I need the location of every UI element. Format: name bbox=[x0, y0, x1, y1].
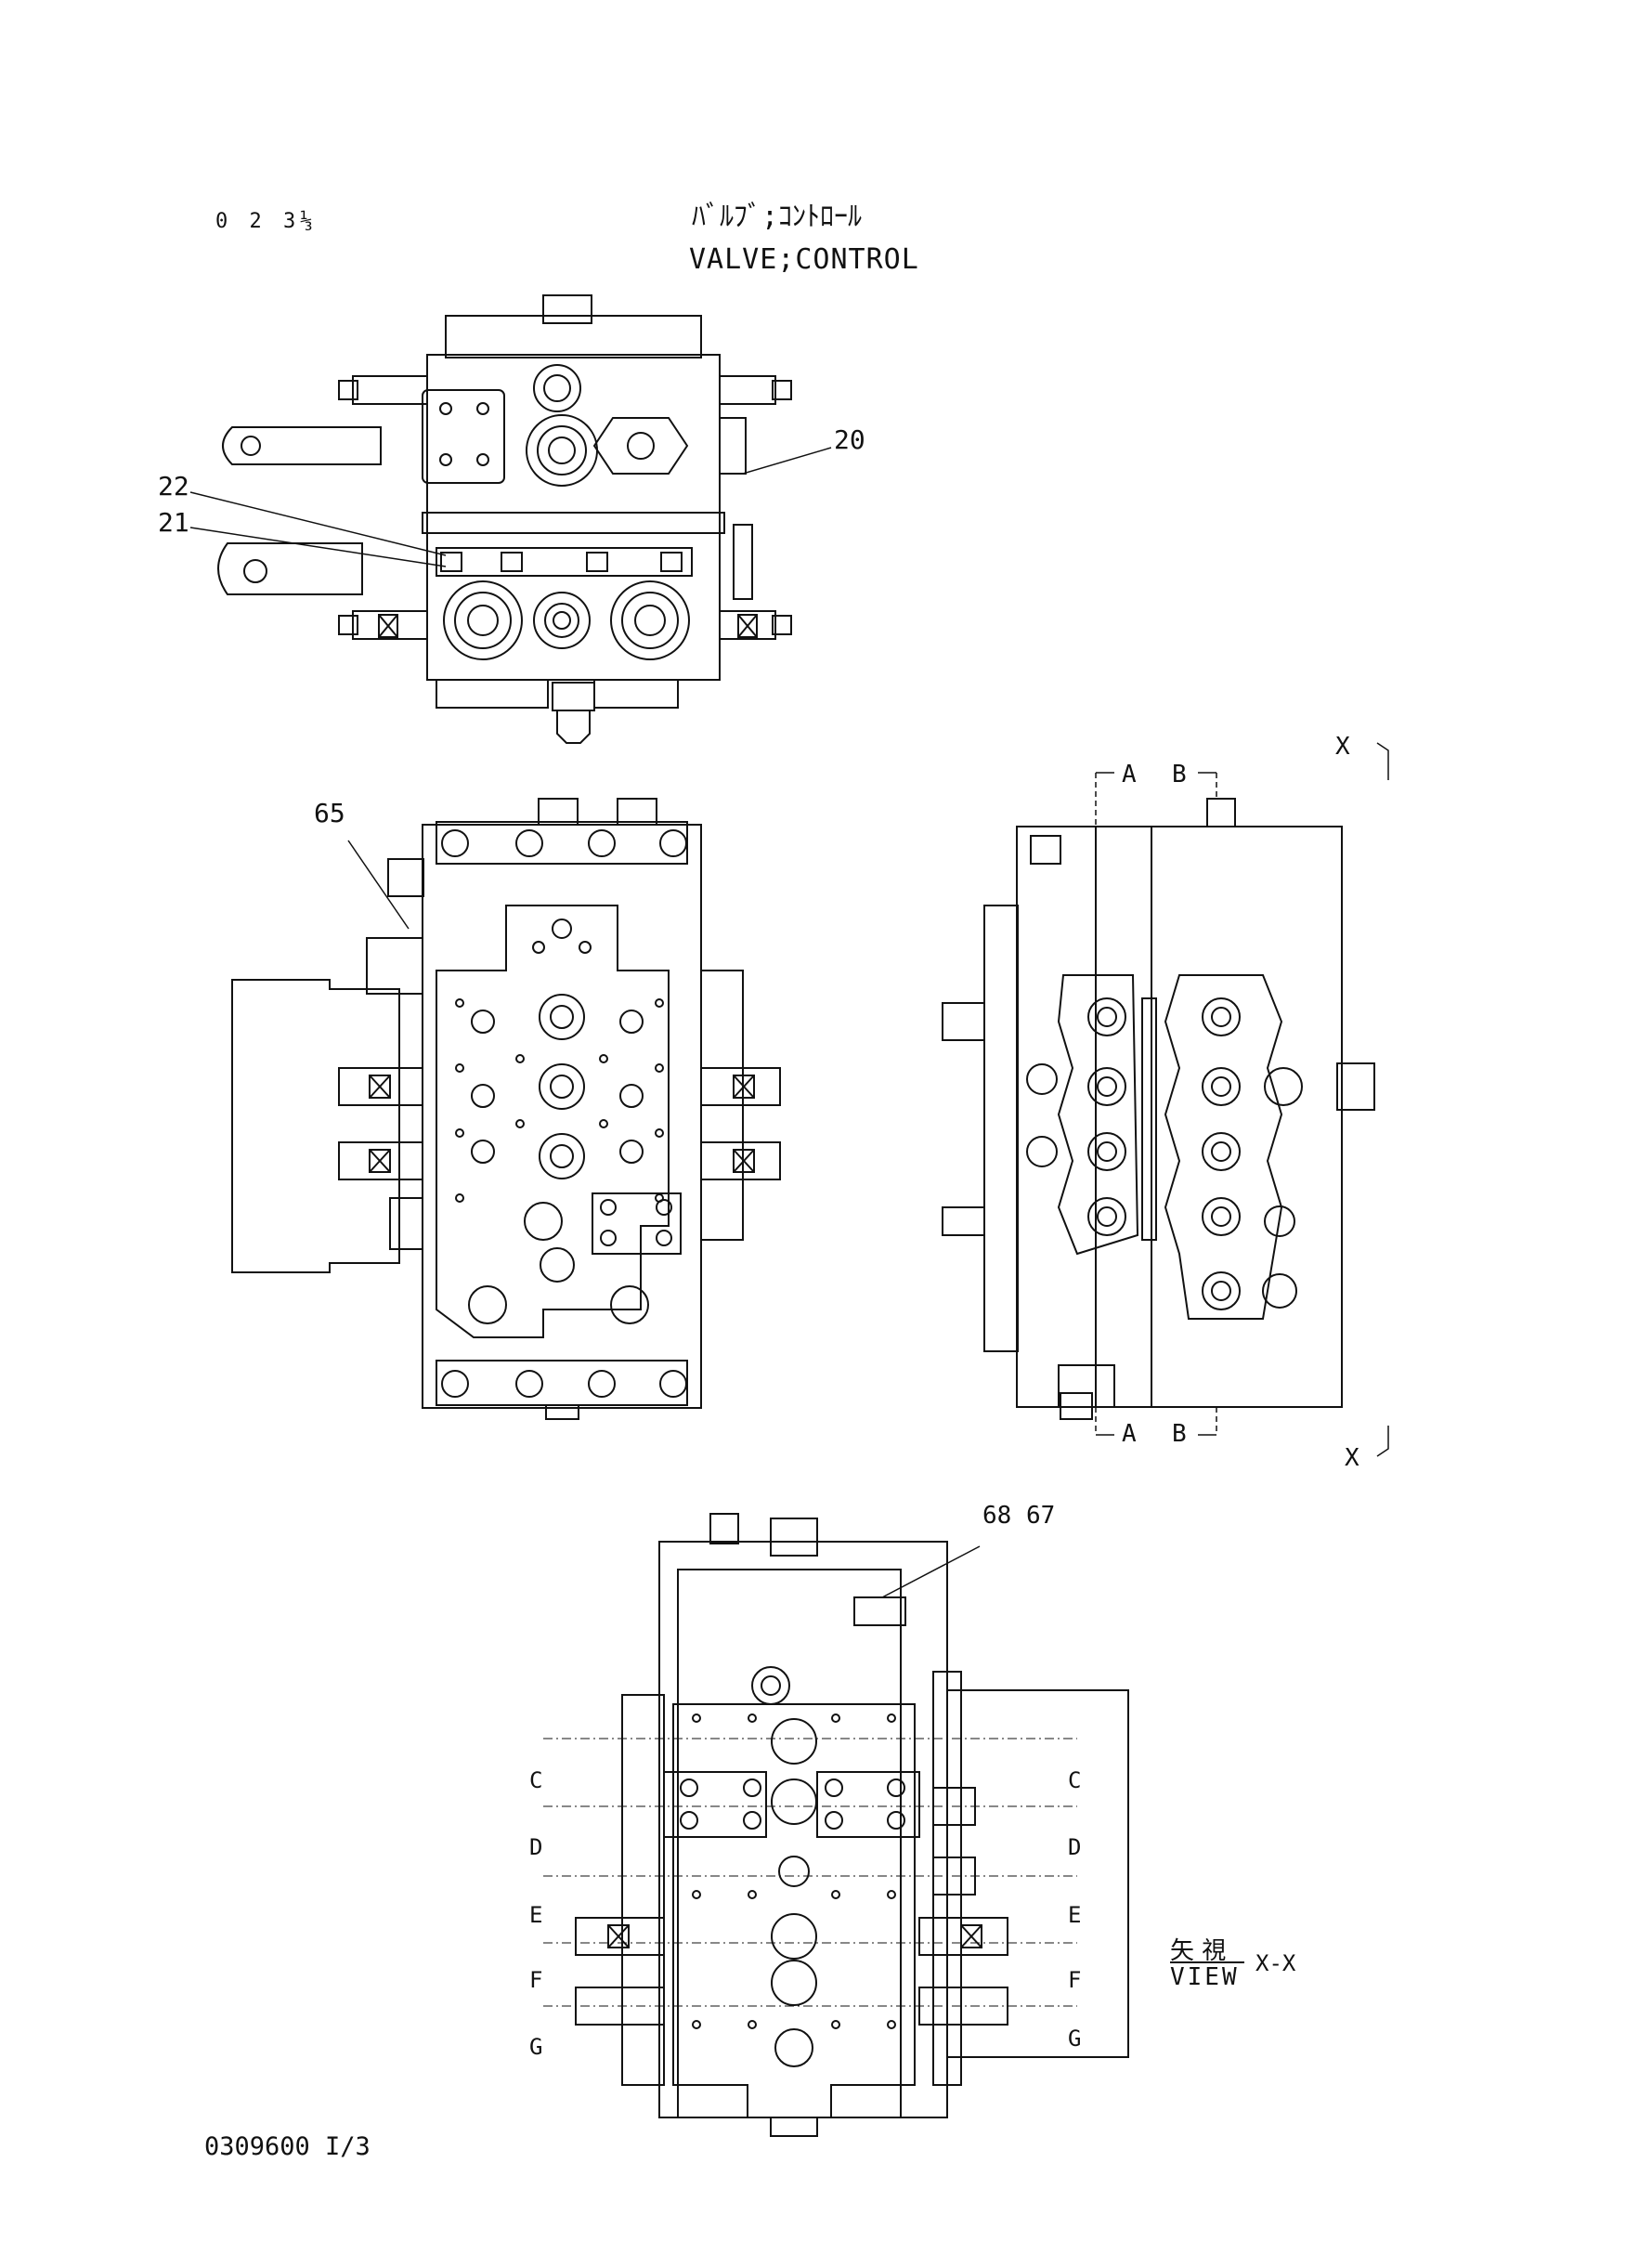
section-c-right: C bbox=[1068, 1767, 1081, 1793]
callout-68-67: 68 67 bbox=[982, 1502, 1055, 1530]
view-label-english: VIEW bbox=[1170, 1963, 1240, 1991]
side-view: A B A B X X bbox=[942, 733, 1389, 1472]
callout-21: 21 bbox=[158, 507, 189, 538]
top-view: 20 22 21 bbox=[158, 294, 865, 744]
title-english: VALVE;CONTROL bbox=[689, 243, 919, 276]
section-x-top: X bbox=[1335, 733, 1350, 761]
callout-22: 22 bbox=[158, 471, 189, 502]
view-label-suffix: X-X bbox=[1255, 1950, 1296, 1976]
section-e-left: E bbox=[529, 1902, 542, 1928]
section-d-right: D bbox=[1068, 1834, 1081, 1860]
page-code: 0 2 3⅓ bbox=[215, 210, 318, 233]
callout-20: 20 bbox=[834, 424, 865, 455]
section-c-left: C bbox=[529, 1767, 542, 1793]
section-f-right: F bbox=[1068, 1967, 1081, 1993]
section-f-left: F bbox=[529, 1967, 542, 1993]
title-japanese: ﾊﾞﾙﾌﾞ;ｺﾝﾄﾛｰﾙ bbox=[692, 201, 863, 233]
section-a-bottom: A bbox=[1122, 1420, 1137, 1448]
view-xx-label: 矢 視 VIEW X-X bbox=[1166, 1932, 1315, 1993]
section-e-right: E bbox=[1068, 1902, 1081, 1928]
bottom-view: 68 67 C D E F G C D E F G bbox=[529, 1502, 1129, 2137]
section-g-right: G bbox=[1068, 2026, 1081, 2052]
view-label-japanese: 矢 視 bbox=[1170, 1932, 1244, 1965]
section-d-left: D bbox=[529, 1834, 542, 1860]
section-g-left: G bbox=[529, 2034, 542, 2060]
section-b-top: B bbox=[1172, 761, 1187, 788]
document-number: 0309600 I/3 bbox=[204, 2132, 371, 2161]
section-a-top: A bbox=[1122, 761, 1137, 788]
callout-65: 65 bbox=[314, 798, 345, 828]
front-view: 65 bbox=[231, 798, 781, 1420]
section-x-bottom: X bbox=[1345, 1444, 1359, 1472]
section-b-bottom: B bbox=[1172, 1420, 1187, 1448]
